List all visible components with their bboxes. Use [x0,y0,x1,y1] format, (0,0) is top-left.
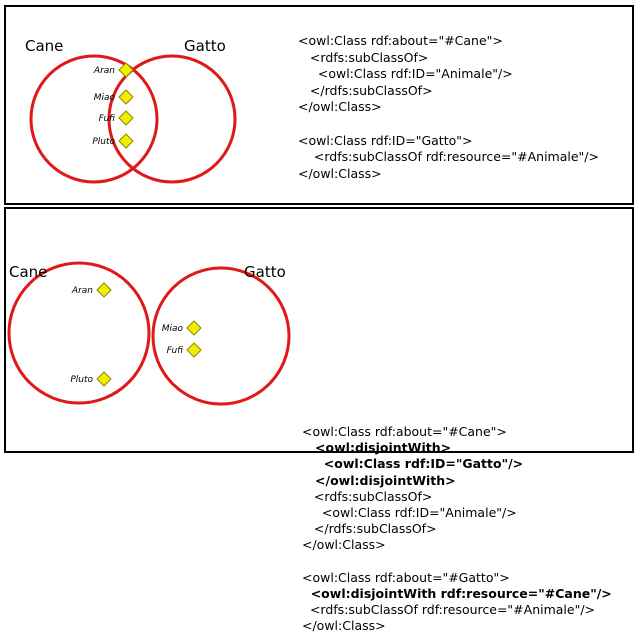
gatto-circle [151,266,291,406]
gatto-circle [107,54,237,184]
code-line: <owl:Class rdf:about="#Cane"> [298,33,503,48]
individual-diamond-icon [186,320,202,336]
code-line: <owl:Class rdf:ID="Animale"/> [302,505,517,521]
venn-diagram-disjoint: Cane Gatto Aran Pluto Miao Fufi [7,261,291,406]
individual-label: Aran [71,286,93,296]
owl-code-block: <owl:Class rdf:about="#Cane"> <rdfs:subC… [298,33,599,182]
code-line: </owl:Class> [298,99,382,115]
individual-diamond-icon [118,89,134,105]
individual-diamond-icon [186,342,202,358]
overlapping-classes-panel: Cane Gatto Aran Miao Fufi Pluto <owl:Cla… [4,5,634,205]
venn-diagram-overlapping: Cane Gatto Aran Miao Fufi Pluto [25,37,237,184]
code-line-bold: </owl:disjointWith> [302,472,456,488]
code-line: </owl:Class> [298,165,382,181]
code-line-bold: <owl:disjointWith> [302,440,452,456]
individual-label: Fufi [99,114,116,124]
gatto-set-label: Gatto [244,263,286,281]
code-line: <owl:Class rdf:about="#Gatto"> [302,569,510,585]
code-line-bold: <owl:Class rdf:ID="Gatto"/> [302,456,524,472]
code-line: <rdfs:subClassOf> [298,49,429,65]
code-line: <rdfs:subClassOf rdf:resource="#Animale"… [302,602,596,618]
gatto-set-label: Gatto [184,37,226,55]
code-line: </owl:Class> [302,537,386,553]
cane-circle [29,54,159,184]
individual-diamond-icon [118,110,134,126]
code-line: <rdfs:subClassOf> [302,488,433,504]
individual-label: Aran [93,66,115,76]
code-line-bold: <owl:disjointWith rdf:resource="#Cane"/> [302,586,612,602]
individual-diamond-icon [118,133,134,149]
cane-circle [7,261,151,405]
individual-label: Pluto [70,375,93,385]
individual-label: Miao [94,93,116,103]
cane-set-label: Cane [9,263,47,281]
individual-label: Fufi [167,346,184,356]
code-line: <owl:Class rdf:about="#Cane"> [302,424,507,439]
individual-diamond-icon [118,62,134,78]
individual-label: Pluto [92,137,115,147]
code-line: <owl:Class rdf:ID="Animale"/> [298,66,513,82]
individual-diamond-icon [96,282,112,298]
individual-label: Miao [162,324,184,334]
code-line: <rdfs:subClassOf rdf:resource="#Animale"… [298,149,599,165]
code-line: </owl:Class> [302,618,386,634]
code-line: </rdfs:subClassOf> [298,82,433,98]
code-line: </rdfs:subClassOf> [302,521,437,537]
cane-set-label: Cane [25,37,63,55]
disjoint-classes-panel: Cane Gatto Aran Pluto Miao Fufi <owl:Cla… [4,207,634,633]
individual-diamond-icon [96,371,112,387]
code-line: <owl:Class rdf:ID="Gatto"> [298,132,473,148]
